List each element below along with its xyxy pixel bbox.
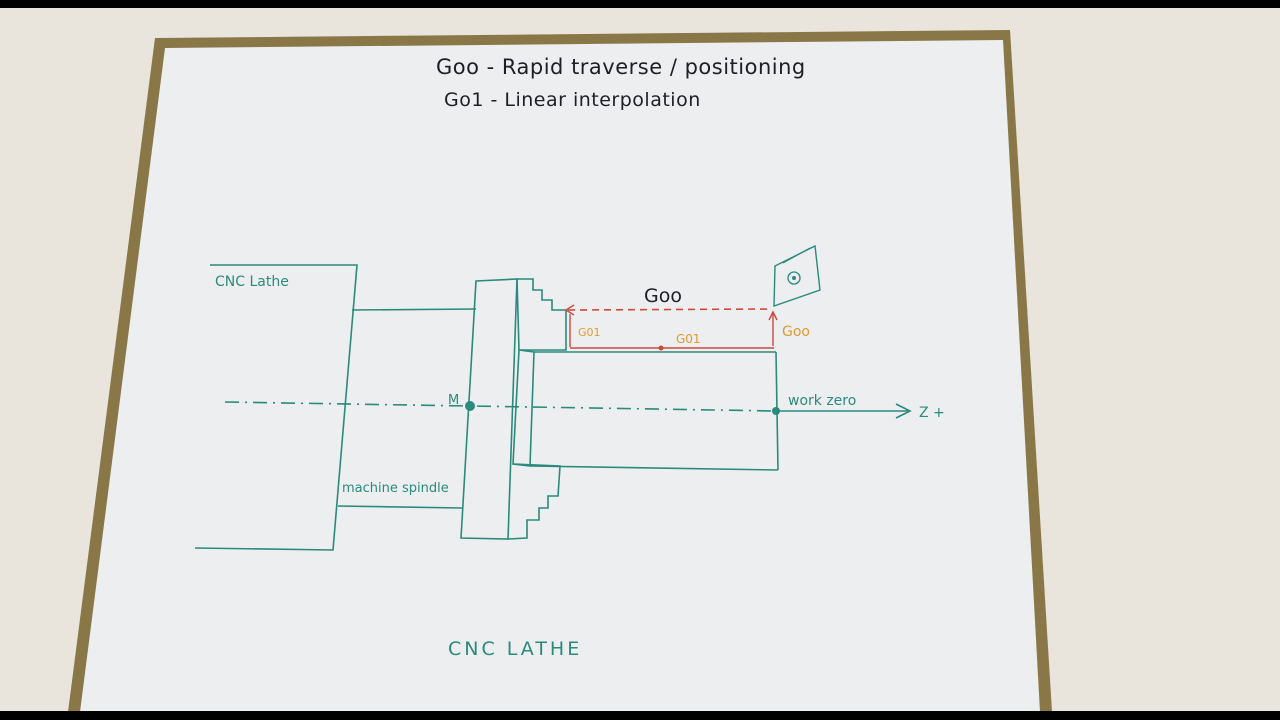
- headstock-outline: [194, 264, 358, 551]
- z-plus-label: Z +: [919, 405, 945, 421]
- g00-path-top-arrowhead: [564, 304, 575, 316]
- spindle-top-line: [351, 308, 477, 311]
- g01-direction-dot: [658, 345, 664, 351]
- tool-shank: [782, 247, 811, 264]
- g01-bottom-label: G01: [676, 332, 701, 346]
- tool-screw-icon: [787, 271, 801, 285]
- lathe-diagram: [194, 244, 912, 551]
- g00-top-label: Goo: [644, 285, 682, 307]
- cnc-lathe-label: CNC Lathe: [215, 274, 289, 290]
- m-point-label: M: [448, 393, 459, 408]
- work-zero-point: [772, 407, 780, 415]
- tool-screw-center: [792, 276, 796, 280]
- g00-path-top: [567, 308, 773, 311]
- work-zero-label: work zero: [788, 393, 856, 409]
- spindle-centerline: [224, 401, 777, 412]
- tool-paths: [564, 304, 778, 349]
- g00-path-right-arrowhead: [768, 310, 778, 321]
- whiteboard-surface: [80, 40, 1040, 712]
- chuck-jaw-bottom: [507, 463, 561, 540]
- chuck-jaw-top: [516, 278, 567, 351]
- spindle-bottom-line: [337, 505, 463, 509]
- title-line-g01: Go1 - Linear interpolation: [444, 89, 701, 111]
- letterbox-bottom: [0, 711, 1280, 720]
- title-line-g00: Goo - Rapid traverse / positioning: [436, 55, 806, 79]
- z-axis-arrowhead: [895, 403, 912, 419]
- workpiece-bottom: [529, 465, 779, 471]
- machine-spindle-label: machine spindle: [342, 481, 449, 496]
- g00-right-label: Goo: [782, 324, 810, 340]
- machine-zero-point: [465, 401, 475, 411]
- caption-label: CNC LATHE: [448, 638, 582, 660]
- g01-left-label: G01: [578, 326, 601, 339]
- letterbox-top: [0, 0, 1280, 8]
